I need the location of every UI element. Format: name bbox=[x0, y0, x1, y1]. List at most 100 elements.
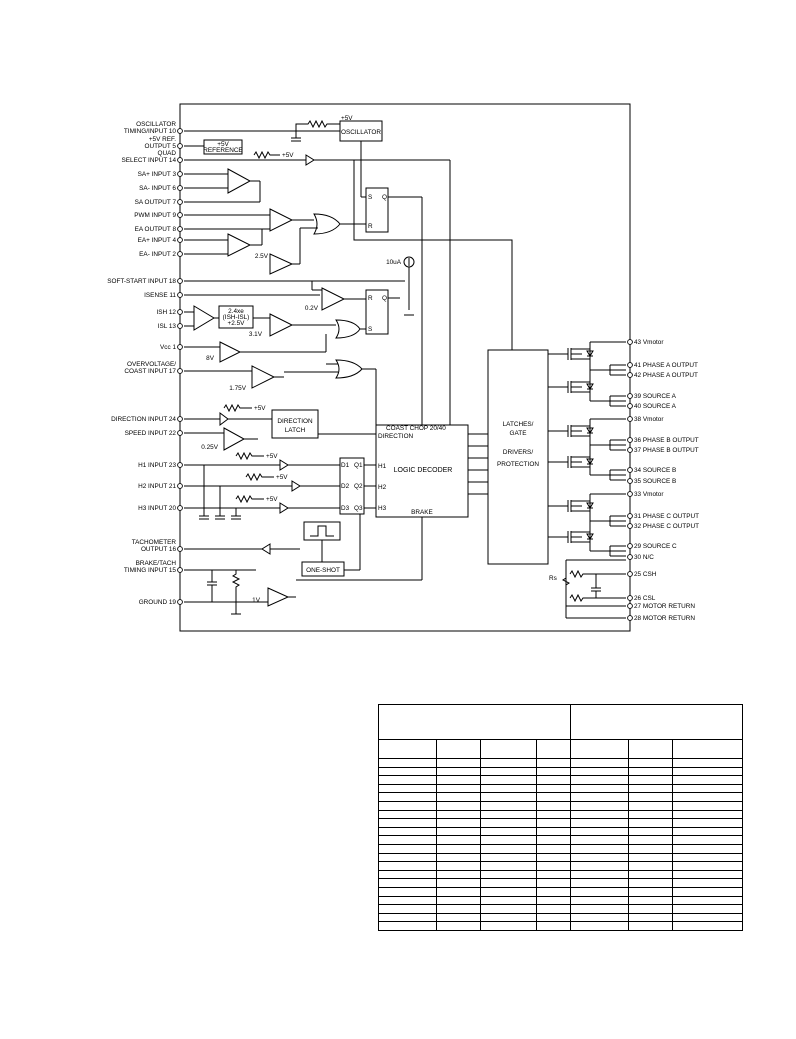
pin-label-csh: 25 CSH bbox=[634, 571, 657, 578]
table-cell bbox=[436, 809, 481, 820]
table-cell bbox=[570, 783, 629, 794]
v175-label: 1.75V bbox=[229, 385, 246, 392]
table-cell bbox=[671, 835, 744, 845]
table-cell bbox=[378, 843, 437, 854]
table-cell bbox=[671, 783, 744, 794]
v025-label: 0.25V bbox=[201, 444, 218, 451]
table-cell bbox=[536, 792, 571, 802]
vcc-uvlo: 8V bbox=[206, 334, 377, 425]
pin-label-h1: H1 INPUT 23 bbox=[138, 462, 176, 469]
table-cell bbox=[480, 800, 537, 811]
rs-label: Rs bbox=[549, 575, 557, 582]
pin-terminal-h1 bbox=[177, 462, 183, 468]
table-cell bbox=[671, 758, 744, 768]
tach-output-buffer bbox=[261, 543, 300, 555]
quad-select-buffer: +5V bbox=[253, 150, 451, 425]
table-cell bbox=[480, 852, 537, 863]
sense-amplifier bbox=[227, 168, 261, 202]
table-cell bbox=[570, 904, 629, 914]
table-column-header bbox=[570, 739, 629, 759]
table-cell bbox=[570, 912, 629, 923]
power-stage-mosfets bbox=[548, 341, 626, 557]
pin-terminal-sc29 bbox=[627, 543, 633, 549]
table-cell bbox=[570, 818, 629, 828]
pin-label-quad-0: QUAD bbox=[158, 150, 177, 157]
table-cell bbox=[378, 758, 437, 768]
q1-label: Q1 bbox=[354, 462, 363, 469]
table-cell bbox=[436, 921, 481, 931]
pin-label-ovp-0: OVERVOLTAGE/ bbox=[127, 361, 176, 368]
decoder-brake: BRAKE bbox=[411, 509, 433, 516]
table-cell bbox=[436, 843, 481, 854]
dir-latch-l2: LATCH bbox=[285, 427, 306, 434]
table-cell bbox=[378, 835, 437, 845]
pin-label-ea_out: EA OUTPUT 8 bbox=[135, 226, 177, 233]
table-cell bbox=[628, 904, 673, 914]
table-cell bbox=[536, 766, 571, 777]
pin-label-pa41: 41 PHASE A OUTPUT bbox=[634, 362, 698, 369]
table-cell bbox=[436, 886, 481, 897]
table-row bbox=[378, 835, 744, 845]
quad-plus5v-label: +5V bbox=[282, 152, 294, 159]
pin-terminal-mr27 bbox=[627, 603, 633, 609]
table-row bbox=[378, 843, 744, 854]
ff2-r: R bbox=[368, 295, 373, 302]
decoder-h1: H1 bbox=[378, 463, 387, 470]
pin-label-pa42: 42 PHASE A OUTPUT bbox=[634, 372, 698, 379]
table-cell bbox=[480, 904, 537, 914]
table-cell bbox=[536, 826, 571, 837]
table-row bbox=[378, 904, 744, 914]
latches-l2: GATE bbox=[510, 430, 527, 437]
reference-block: +5V REFERENCE bbox=[203, 139, 243, 155]
table-row bbox=[378, 766, 744, 777]
pin-terminal-tach bbox=[177, 546, 183, 552]
table-row bbox=[378, 869, 744, 880]
pin-terminal-sa39 bbox=[627, 393, 633, 399]
pin-label-vm2: 38 Vmotor bbox=[634, 416, 664, 423]
table-cell bbox=[628, 912, 673, 923]
pin-terminal-speed bbox=[177, 430, 183, 436]
oscillator-label: OSCILLATOR bbox=[341, 129, 381, 136]
chip-outline bbox=[179, 103, 631, 632]
table-cell bbox=[570, 869, 629, 880]
pin-terminal-isense bbox=[177, 292, 183, 298]
pin-label-brake-1: TIMING INPUT 15 bbox=[124, 567, 177, 574]
table-cell bbox=[536, 783, 571, 794]
pin-terminal-csl bbox=[627, 595, 633, 601]
table-cell bbox=[570, 775, 629, 785]
table-cell bbox=[628, 826, 673, 837]
pin-label-sa_out: SA OUTPUT 7 bbox=[135, 199, 177, 206]
pin-label-sa40: 40 SOURCE A bbox=[634, 403, 677, 410]
table-group-header bbox=[378, 704, 571, 740]
table-cell bbox=[436, 766, 481, 777]
table-cell bbox=[436, 912, 481, 923]
table-cell bbox=[480, 878, 537, 888]
d2-label: D2 bbox=[341, 483, 350, 490]
table-cell bbox=[536, 904, 571, 914]
pin-terminal-h3 bbox=[177, 505, 183, 511]
pin-label-ref-0: +5V REF. bbox=[149, 136, 176, 143]
mosfet-c-low bbox=[558, 531, 594, 543]
table-cell bbox=[570, 766, 629, 777]
pin-label-nc30: 30 N/C bbox=[634, 554, 654, 561]
table-cell bbox=[628, 869, 673, 880]
ff1-q: Q bbox=[382, 194, 387, 201]
table-cell bbox=[480, 783, 537, 794]
pin-label-pc32: 32 PHASE C OUTPUT bbox=[634, 523, 699, 530]
pin-label-vm3: 33 Vmotor bbox=[634, 491, 664, 498]
table-column-header bbox=[628, 739, 673, 759]
table-cell bbox=[570, 895, 629, 906]
d3-label: D3 bbox=[341, 505, 350, 512]
table-cell bbox=[628, 792, 673, 802]
pin-label-isense: ISENSE 11 bbox=[144, 292, 176, 299]
isense-0v2-label: 0.2V bbox=[305, 305, 319, 312]
table-cell bbox=[671, 921, 744, 931]
table-cell bbox=[570, 861, 629, 871]
pin-terminal-pc32 bbox=[627, 523, 633, 529]
table-cell bbox=[671, 826, 744, 837]
pin-label-ovp-1: COAST INPUT 17 bbox=[124, 368, 176, 375]
pwm-flipflop: S R Q bbox=[353, 141, 517, 425]
table-cell bbox=[536, 843, 571, 854]
decoder-h2: H2 bbox=[378, 484, 387, 491]
table-cell bbox=[436, 792, 481, 802]
